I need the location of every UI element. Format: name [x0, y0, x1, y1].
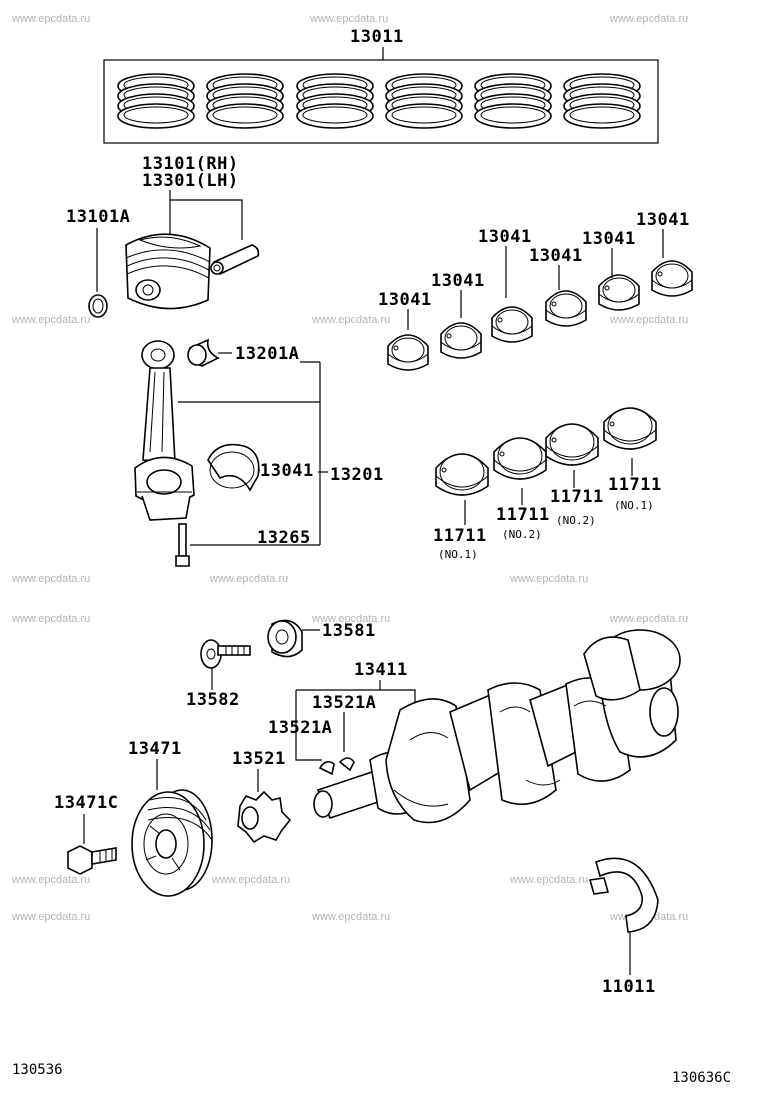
ring-stack [117, 73, 195, 129]
bearing-shell [545, 423, 599, 466]
bearing-shell [598, 274, 640, 311]
svg-text:(NO.1): (NO.1) [438, 548, 478, 561]
svg-text:(NO.2): (NO.2) [502, 528, 542, 541]
bearing-shell [387, 334, 429, 371]
label-13521: 13521 [232, 749, 286, 769]
bearing-shell [491, 306, 533, 343]
label-13041-b4: 13041 [529, 246, 583, 266]
drawing-code-right: 130636C [672, 1070, 731, 1086]
svg-text:(NO.2): (NO.2) [556, 514, 596, 527]
pulley-bolt [67, 845, 117, 875]
label-13411: 13411 [354, 660, 408, 680]
bearing-labels: 13041 13041 13041 13041 13041 13041 [378, 210, 690, 330]
crankshaft-washer [267, 619, 303, 658]
piston-ring-set: 13011 [103, 27, 659, 144]
svg-text:www.epcdata.ru: www.epcdata.ru [211, 874, 290, 886]
label-13201: 13201 [330, 465, 384, 485]
thrust-washer [588, 857, 659, 933]
label-13201A: 13201A [235, 344, 299, 364]
label-13041-b5: 13041 [582, 229, 636, 249]
ring-stack [206, 73, 284, 129]
rod-bearing [207, 443, 260, 492]
ring-stack [563, 73, 641, 129]
timing-sprocket [237, 790, 292, 844]
label-13521A-top: 13521A [312, 693, 376, 713]
ring-stack [385, 73, 463, 129]
svg-text:www.epcdata.ru: www.epcdata.ru [609, 13, 688, 25]
svg-text:www.epcdata.ru: www.epcdata.ru [11, 613, 90, 625]
svg-text:(NO.1): (NO.1) [614, 499, 654, 512]
main-bearings [435, 407, 657, 496]
bearing-shell [651, 260, 693, 297]
connecting-rod-assembly: 13201A 13041 13201 13265 [134, 338, 384, 567]
svg-text:www.epcdata.ru: www.epcdata.ru [609, 613, 688, 625]
connecting-rod [134, 340, 195, 521]
piston [125, 233, 211, 310]
bolt-13582 [200, 639, 251, 669]
svg-text:www.epcdata.ru: www.epcdata.ru [311, 314, 390, 326]
label-13101A: 13101A [66, 207, 130, 227]
svg-text:www.epcdata.ru: www.epcdata.ru [311, 613, 390, 625]
label-13011: 13011 [350, 27, 404, 47]
snap-ring [88, 294, 108, 318]
label-13101-rh: 13101(RH) [142, 154, 239, 174]
label-11711-3: 11711 [550, 487, 604, 507]
label-13041-b6: 13041 [636, 210, 690, 230]
label-13041-b2: 13041 [431, 271, 485, 291]
label-13471: 13471 [128, 739, 182, 759]
bearing-shell [440, 322, 482, 359]
crankshaft-pulley [131, 789, 213, 897]
watermarks: www.epcdata.ru www.epcdata.ru www.epcdat… [11, 13, 688, 923]
svg-text:www.epcdata.ru: www.epcdata.ru [209, 573, 288, 585]
svg-text:www.epcdata.ru: www.epcdata.ru [11, 874, 90, 886]
bearing-shell [603, 407, 657, 450]
piston-pin [210, 244, 260, 275]
label-11711-1: 11711 [433, 526, 487, 546]
svg-text:www.epcdata.ru: www.epcdata.ru [509, 573, 588, 585]
label-13301-lh: 13301(LH) [142, 171, 239, 191]
label-13581: 13581 [322, 621, 376, 641]
drawing-code-left: 130536 [12, 1062, 63, 1078]
label-11711-2: 11711 [496, 505, 550, 525]
svg-text:www.epcdata.ru: www.epcdata.ru [311, 911, 390, 923]
svg-text:www.epcdata.ru: www.epcdata.ru [11, 314, 90, 326]
svg-text:www.epcdata.ru: www.epcdata.ru [11, 573, 90, 585]
ring-stack [296, 73, 374, 129]
crankshaft [313, 629, 681, 824]
connecting-rod-bearings [387, 260, 693, 371]
label-13041-b1: 13041 [378, 290, 432, 310]
svg-text:www.epcdata.ru: www.epcdata.ru [609, 314, 688, 326]
label-13265: 13265 [257, 528, 311, 548]
bearing-shell [545, 290, 587, 327]
label-11011: 11011 [602, 977, 656, 997]
label-11711-4: 11711 [608, 475, 662, 495]
label-13041-b3: 13041 [478, 227, 532, 247]
svg-text:www.epcdata.ru: www.epcdata.ru [11, 911, 90, 923]
svg-text:www.epcdata.ru: www.epcdata.ru [11, 13, 90, 25]
svg-text:www.epcdata.ru: www.epcdata.ru [309, 13, 388, 25]
label-13471C: 13471C [54, 793, 118, 813]
main-bearing-labels: 11711 (NO.1) 11711 (NO.2) 11711 (NO.2) 1… [433, 458, 662, 561]
ring-stack [474, 73, 552, 129]
woodruff-keys [318, 757, 355, 776]
rod-bolt [175, 523, 190, 567]
piston-assembly: 13101(RH) 13301(LH) 13101A [66, 154, 260, 318]
bearing-shell [493, 437, 547, 480]
small-end-bushing [187, 338, 220, 367]
label-13582: 13582 [186, 690, 240, 710]
svg-text:www.epcdata.ru: www.epcdata.ru [509, 874, 588, 886]
label-13521A-left: 13521A [268, 718, 332, 738]
bearing-shell [435, 453, 489, 496]
label-13041-rod: 13041 [260, 461, 314, 481]
